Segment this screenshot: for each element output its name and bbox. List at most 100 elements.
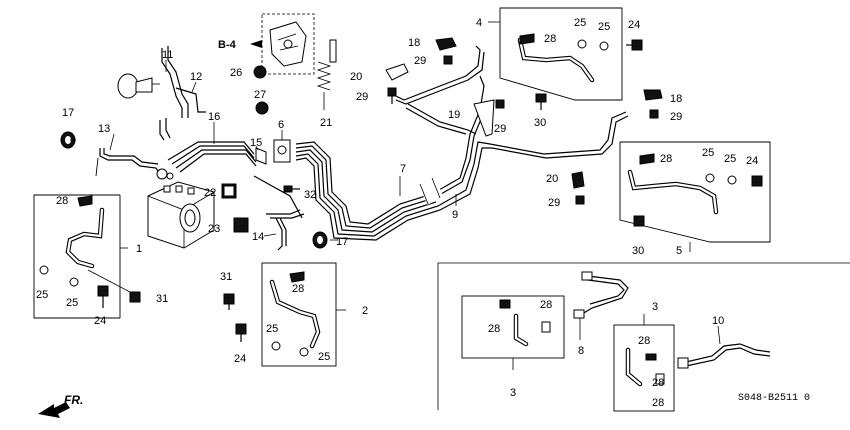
callout-13: 13 [98,123,110,135]
bolt-31-left [87,269,141,303]
callout-24: 24 [94,315,106,327]
callout-19: 19 [448,109,460,121]
callout-15: 15 [250,137,262,149]
callout-31: 31 [220,271,232,283]
grommet-17-right [312,231,328,249]
callout-3: 3 [652,301,658,313]
callout-27: 27 [254,89,266,101]
bolt-31-mid [223,293,235,310]
pipe-break-mark [418,177,444,205]
front-direction-label: FR. [64,393,83,407]
diagram-code: S048-B2511 0 [738,393,810,404]
brake-hose-3-left [499,299,551,347]
callout-29: 29 [670,111,682,123]
spring-clip [316,39,337,110]
brake-hose-5 [627,153,737,215]
brake-pipe-9 [295,111,629,241]
callout-30: 30 [632,245,644,257]
callout-9: 9 [452,209,458,221]
group-box-1 [33,194,128,319]
callout-21: 21 [320,117,332,129]
brake-hose-2 [269,271,321,357]
group-box-4 [488,7,623,101]
callout-25: 25 [702,147,714,159]
b4-reference-box [261,13,315,75]
callout-29: 29 [548,197,560,209]
bolt-24-left [97,285,109,308]
callout-22: 22 [204,187,216,199]
bolt-30-right [633,215,645,227]
callout-18: 18 [670,93,682,105]
nut-26 [253,65,267,79]
callout-31: 31 [156,293,168,305]
callout-17: 17 [62,107,74,119]
callout-29: 29 [356,91,368,103]
brake-pipe-10 [677,343,771,369]
callout-20: 20 [350,71,362,83]
callout-10: 10 [712,315,724,327]
bolt-24-mid [235,323,247,342]
master-cylinder [117,73,160,99]
ref-label-b4: B-4 [218,39,237,51]
group-box-5 [619,141,771,252]
callout-29: 29 [414,55,426,67]
nut-27 [255,101,269,115]
callout-28: 28 [544,33,556,45]
callout-17: 17 [336,236,348,248]
callout-11: 11 [162,49,173,61]
bracket-20-right [571,171,585,189]
arrow-left-icon [250,40,262,48]
callout-14: 14 [252,231,264,243]
callout-28: 28 [540,299,552,311]
brake-hose-3-right [625,347,665,387]
callout-2: 2 [362,305,368,317]
callout-28: 28 [652,377,664,389]
clip-6 [273,139,291,163]
brake-pipe-13 [95,148,161,177]
callout-24: 24 [628,19,640,31]
callout-16: 16 [208,111,220,123]
master-cylinder-bracket [250,21,307,67]
callout-25: 25 [318,351,330,363]
callout-28: 28 [660,153,672,165]
bolt-24-right [751,175,763,187]
leader-lines [70,60,721,345]
brake-pipe-14 [253,175,305,251]
callout-25: 25 [574,17,586,29]
grommet-17-left [60,131,76,149]
clip-18-right [643,89,663,101]
front-direction-arrow [38,402,70,418]
arrow-front-icon [38,402,70,418]
bolt-29-top [387,87,397,104]
callout-1: 1 [136,243,142,255]
brake-pipe-7 [295,75,485,233]
callout-4: 4 [476,17,482,29]
callout-20: 20 [546,173,558,185]
bolt-32 [283,185,300,193]
bolt-29-mid [495,99,505,109]
callout-12: 12 [190,71,202,83]
brake-hose-4 [517,33,609,83]
brake-pipe-12 [175,87,206,113]
section-divider [437,262,850,410]
bolt-29-upper [443,55,453,65]
bolt-24-top [626,39,643,51]
bolt-29-right [649,109,659,119]
callout-23: 23 [208,223,220,235]
callout-24: 24 [746,155,758,167]
callout-25: 25 [598,21,610,33]
callout-28: 28 [488,323,500,335]
brake-pipe-11 [159,46,189,141]
callout-28: 28 [56,195,68,207]
bolt-30-top [535,93,547,110]
brake-pipe-8 [573,271,629,319]
bolt-29-lower [575,195,585,205]
callout-8: 8 [578,345,584,357]
brake-pipe-16 [166,141,257,180]
callout-5: 5 [676,245,682,257]
bracket-22 [221,183,237,199]
callout-25: 25 [66,297,78,309]
pipe-upper-branch [395,45,485,135]
